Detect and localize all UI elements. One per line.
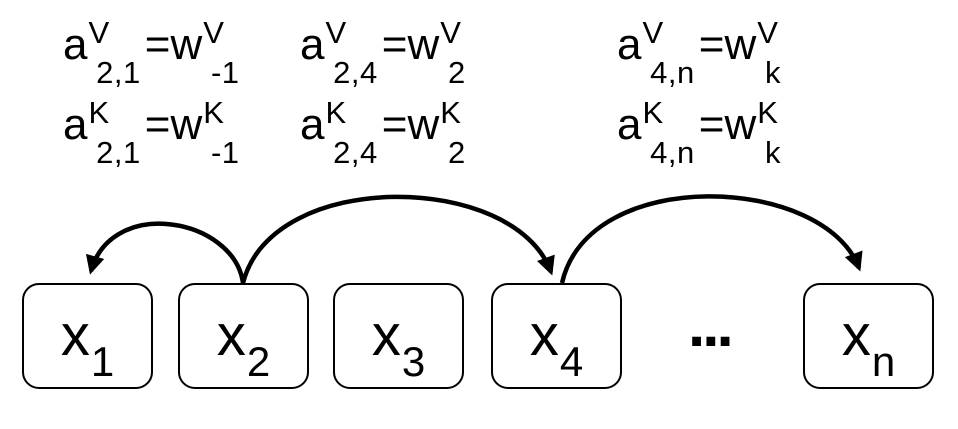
eq-superscript: K [757,95,778,130]
eq-subscript: k [764,135,781,170]
equals-sign: = [698,20,725,69]
ellipsis-label: ... [688,291,734,360]
eq-superscript: V [88,15,110,50]
eq-base: w [407,100,440,149]
node-base: x [216,303,246,368]
node-xn: xn [803,283,934,389]
eq-subscript: k [764,55,781,90]
eq-base: a [300,100,325,149]
node-label: x4 [530,307,583,383]
eq-superscript: K [203,95,224,130]
eq-subscript: 4,n [650,55,695,90]
node-x2: x2 [178,283,309,389]
eq-base: a [63,100,88,149]
eq-superscript: V [642,15,664,50]
eq-subscript: 2,1 [96,55,141,90]
equation-ak-4-n: aK4,n=wKk [617,97,785,168]
node-x3: x3 [333,283,464,389]
eq-subscript: 2,4 [333,55,378,90]
node-base: x [371,303,401,368]
eq-base: w [170,20,203,69]
node-label: x3 [372,307,425,383]
eq-superscript: V [325,15,347,50]
equation-av-4-n: aV4,n=wVk [617,17,785,88]
eq-subscript: 4,n [650,135,695,170]
node-base: x [60,303,90,368]
node-base: x [529,303,559,368]
node-subscript: 3 [401,338,426,385]
eq-subscript: 2 [447,135,466,170]
arrow-x4-to-xn [559,194,863,284]
eq-base: a [617,20,642,69]
eq-base: w [724,20,757,69]
eq-subscript: 2,4 [333,135,378,170]
eq-base: w [724,100,757,149]
eq-subscript: -1 [210,135,240,170]
node-subscript: n [871,338,896,385]
node-label: x2 [217,307,270,383]
eq-base: w [407,20,440,69]
eq-base: a [617,100,642,149]
eq-base: w [170,100,203,149]
eq-subscript: 2 [447,55,466,90]
equation-ak-2-1: aK2,1=wK-1 [63,97,244,168]
arrow-x2-to-x4 [240,194,555,284]
arrow-x2-to-x1 [86,221,246,284]
eq-superscript: V [440,15,461,50]
node-x1: x1 [22,283,153,389]
equation-av-2-1: aV2,1=wV-1 [63,17,244,88]
eq-superscript: V [203,15,224,50]
eq-superscript: K [88,95,110,130]
node-base: x [841,303,871,368]
node-subscript: 2 [246,338,271,385]
equals-sign: = [144,20,171,69]
node-label: xn [842,307,895,383]
eq-superscript: K [642,95,664,130]
eq-superscript: K [440,95,461,130]
equals-sign: = [144,100,171,149]
equation-ak-2-4: aK2,4=wK2 [300,97,470,168]
equation-av-2-4: aV2,4=wV2 [300,17,470,88]
equals-sign: = [698,100,725,149]
node-x4: x4 [491,283,622,389]
eq-base: a [63,20,88,69]
eq-superscript: V [757,15,778,50]
equals-sign: = [381,20,408,69]
eq-subscript: 2,1 [96,135,141,170]
eq-subscript: -1 [210,55,240,90]
eq-base: a [300,20,325,69]
eq-superscript: K [325,95,347,130]
node-label: x1 [61,307,114,383]
node-subscript: 1 [90,338,115,385]
node-subscript: 4 [559,338,584,385]
equals-sign: = [381,100,408,149]
